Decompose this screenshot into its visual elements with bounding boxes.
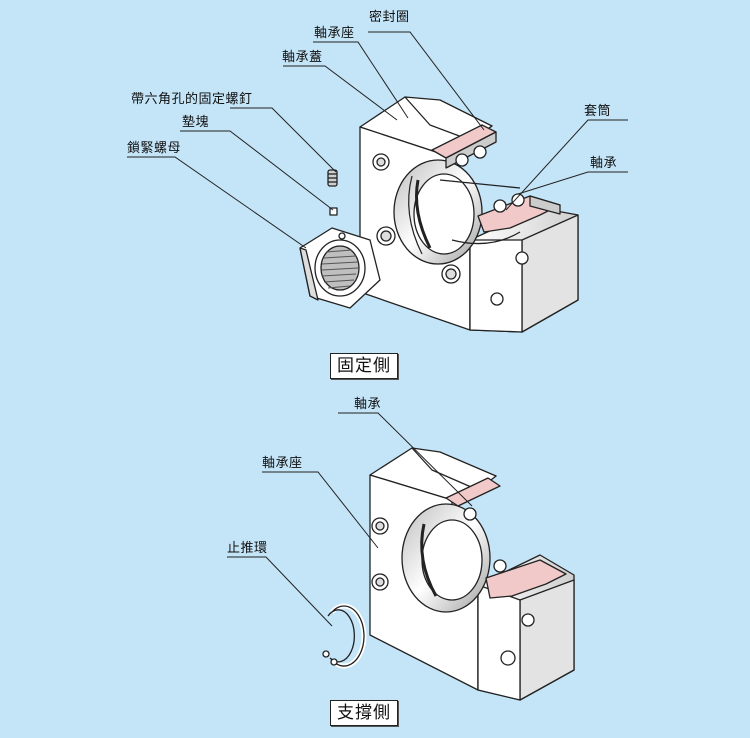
mount-hole-5 [515, 251, 529, 265]
support-bearing-ball-bottom [493, 559, 507, 573]
label-seal-ring: 密封圈 [369, 10, 410, 25]
label-sleeve: 套筒 [584, 104, 612, 119]
label-lock-nut: 鎖緊螺母 [127, 141, 182, 156]
fixed-side-leader-lines [127, 31, 628, 249]
label-hex-set-screw: 帶六角孔的固定螺釘 [131, 92, 253, 107]
label-retaining-ring: 止推環 [227, 541, 268, 556]
label-bearing: 軸承 [590, 156, 618, 171]
mount-hole-4 [490, 292, 504, 306]
support-mount-hole-3 [500, 650, 516, 666]
label-bearing-housing: 軸承座 [314, 26, 355, 41]
label-pad-block: 墊塊 [182, 115, 210, 130]
label-support-bearing: 軸承 [354, 397, 382, 412]
fixed-side-assembly [299, 96, 579, 333]
support-bearing-ball-top [463, 507, 477, 521]
bearing-ball-top-1 [455, 153, 469, 167]
support-side-caption: 支撐側 [330, 700, 398, 726]
support-mount-hole-4 [521, 613, 535, 627]
bearing-ball-top-2 [473, 145, 487, 159]
retaining-ring [322, 603, 367, 669]
label-support-bearing-housing: 軸承座 [262, 456, 303, 471]
support-side-leader-lines [227, 412, 473, 627]
pad-block [329, 207, 338, 216]
support-seal-section-bottom [485, 559, 567, 599]
support-seal-section-top [445, 477, 501, 507]
label-bearing-cover: 軸承蓋 [282, 50, 323, 65]
bearing-ball-bottom-2 [511, 193, 525, 207]
bearing-ball-bottom-1 [493, 199, 507, 213]
fixed-side-caption: 固定側 [330, 353, 398, 379]
support-side-assembly [369, 447, 575, 701]
